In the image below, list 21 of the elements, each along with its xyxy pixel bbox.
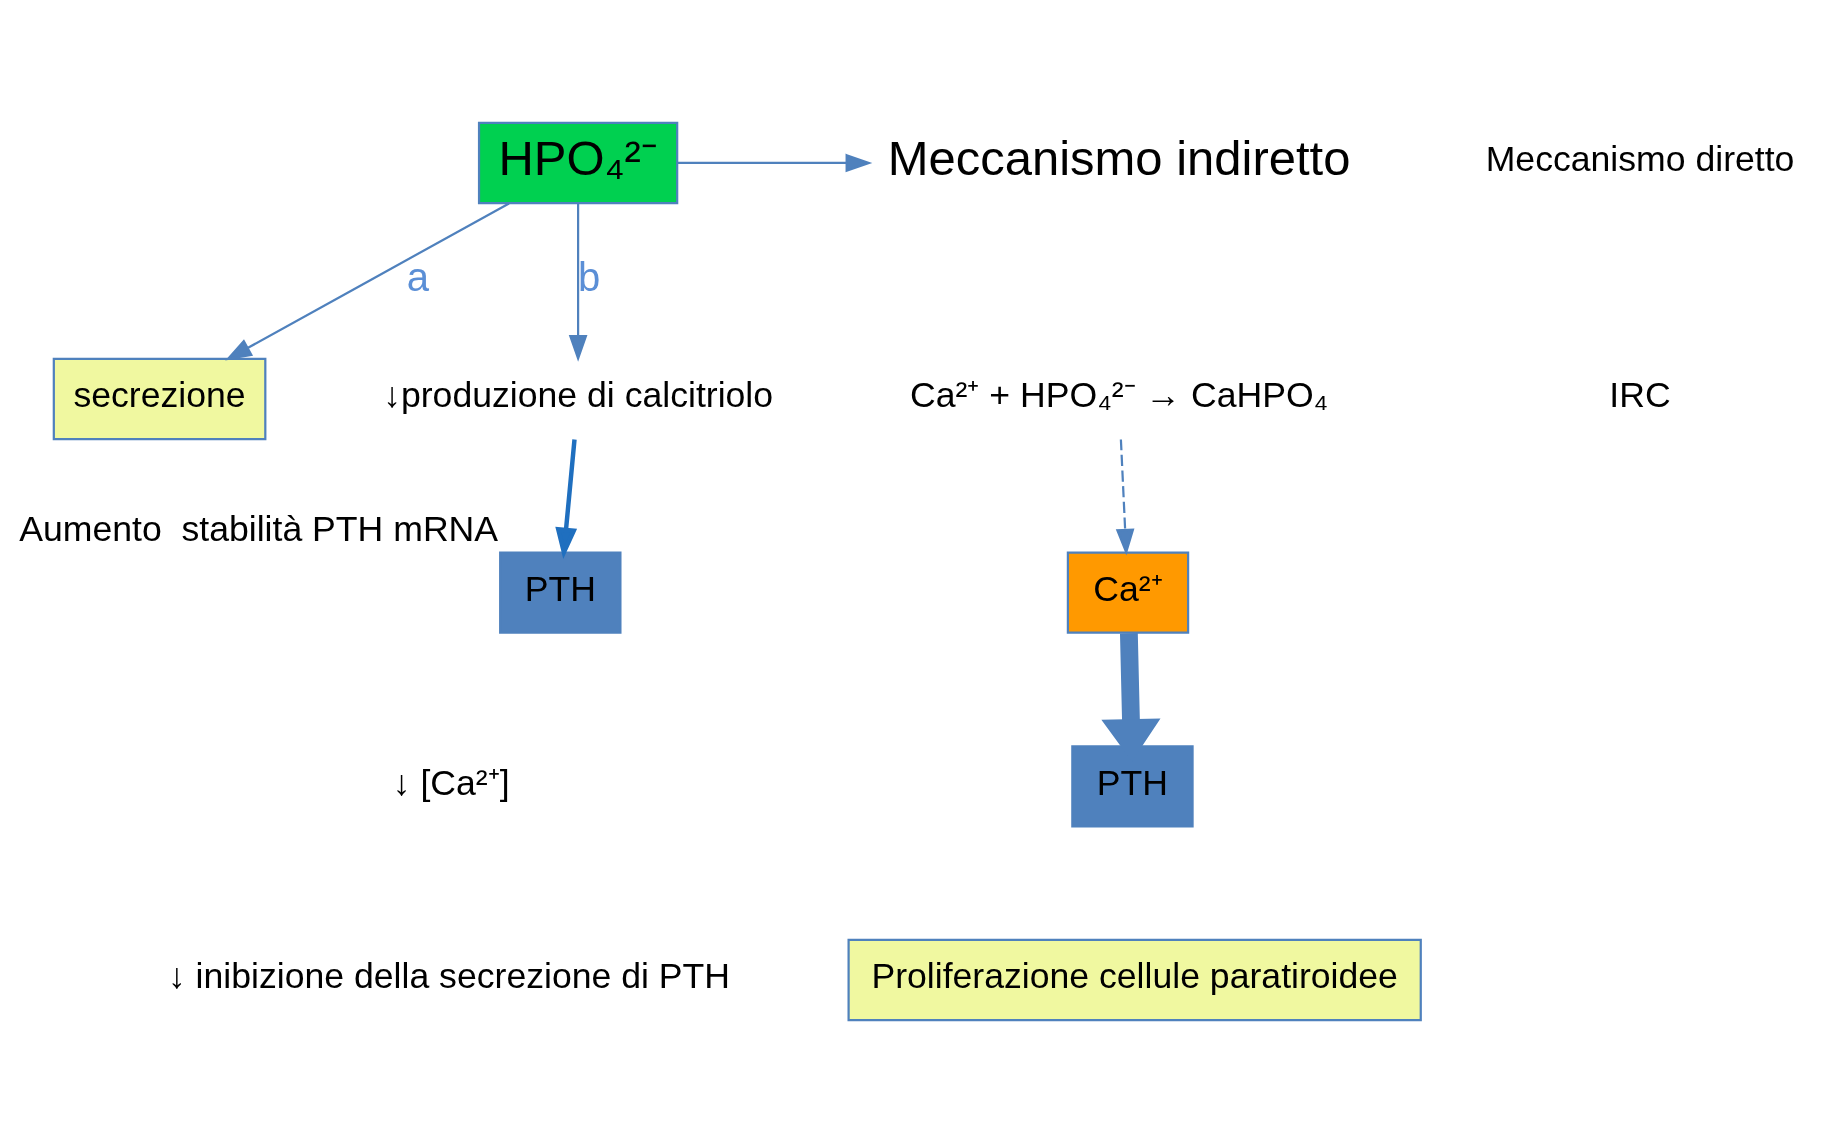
label: Meccanismo diretto [1485,139,1795,180]
label: ↓ inibizione della secrezione di PTH [167,956,731,997]
node-text: Ca²⁺ + HPO₄²⁻ → CaHPO₄ [910,375,1329,416]
node-text: ↓produzione di calcitriolo [383,375,774,416]
node-box: PTH [1071,745,1194,828]
arrow [225,202,510,361]
arrow [555,439,578,559]
label: ↓ [Ca²⁺] [392,762,510,803]
label: IRC [1609,375,1671,416]
node-box: HPO₄²⁻ [477,121,679,205]
node-box: PTH [499,551,622,634]
node-box: secrezione [52,357,267,441]
node-label: Aumento stabilità PTH mRNA [19,509,499,549]
arrow [568,203,588,362]
edge-label: b [578,254,601,299]
node-box: Ca²⁺ [1066,551,1190,634]
node-box: Proliferazione cellule paratiroidee [847,938,1422,1022]
node-text: Meccanismo indiretto [887,131,1351,186]
arrow [1115,439,1135,556]
arrow [677,153,873,173]
edge-label: a [406,254,429,299]
